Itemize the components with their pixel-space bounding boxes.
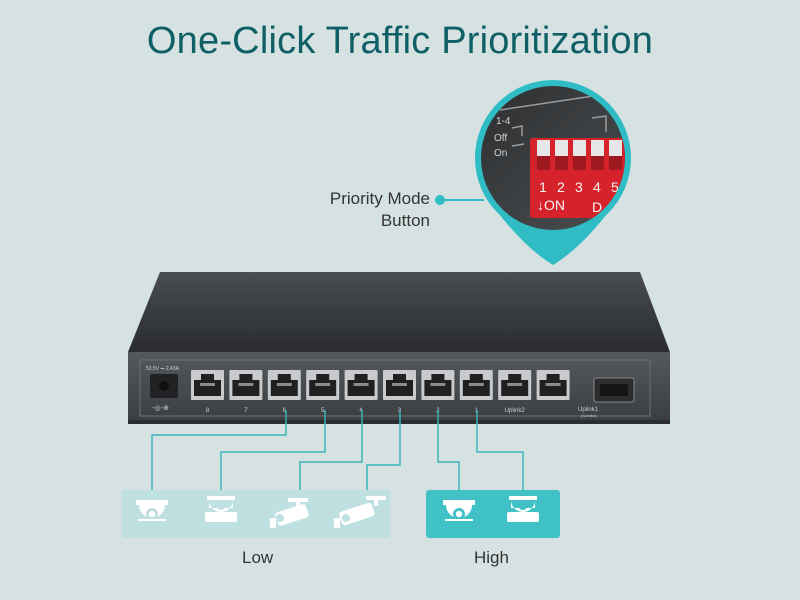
- high-priority-label: High: [474, 548, 509, 567]
- uplink1-label: Uplink1: [578, 407, 599, 413]
- cable-high-2: [476, 410, 524, 495]
- cable-low-1: [151, 410, 287, 495]
- cable-low-2: [220, 410, 326, 495]
- ethernet-port-1[interactable]: [459, 370, 493, 400]
- ethernet-port-3[interactable]: [383, 370, 416, 400]
- uplink2-label: Uplink2: [505, 408, 526, 414]
- page-title: One-Click Traffic Prioritization: [146, 20, 654, 62]
- port-number-label: 6: [283, 408, 287, 414]
- uplink1-sub-label: (Combo): [581, 413, 597, 418]
- switch-top: [128, 272, 670, 352]
- cable-low-3: [299, 410, 363, 495]
- low-priority-label: Low: [242, 548, 274, 567]
- port-number-label: 8: [206, 408, 210, 414]
- ethernet-port-6[interactable]: [267, 370, 301, 400]
- dip-number-1: 1: [539, 179, 547, 195]
- dip-number-5: 5: [611, 179, 619, 195]
- dip-toggle-1[interactable]: [537, 140, 550, 156]
- dip-extra-text: D: [592, 199, 602, 215]
- high-priority-panel: [426, 490, 560, 538]
- dip-toggle-3[interactable]: [573, 140, 586, 156]
- ethernet-port-5[interactable]: [306, 370, 340, 400]
- ethernet-port-8[interactable]: [191, 370, 224, 400]
- callout-dot: [435, 195, 445, 205]
- dip-number-2: 2: [557, 179, 565, 195]
- ethernet-port-7[interactable]: [229, 370, 263, 400]
- callout-magnifier: 1-4 Off On 1 2 3 4 5 ↓ON D: [475, 80, 631, 265]
- uplink-port-extra[interactable]: [536, 370, 570, 400]
- uplink2-port[interactable]: [498, 370, 532, 400]
- ethernet-port-4[interactable]: [344, 370, 378, 400]
- dip-switch-toggles: [537, 140, 622, 170]
- dip-label-top: 1-4: [496, 116, 511, 127]
- dip-toggle-2[interactable]: [555, 140, 568, 156]
- cable-high-1: [437, 410, 460, 495]
- priority-mode-label: Priority Mode Button: [300, 188, 430, 232]
- priority-mode-label-line2: Button: [380, 211, 430, 230]
- bullet-camera-icon: [334, 496, 386, 528]
- priority-mode-label-line1: Priority Mode: [329, 189, 430, 208]
- dome-camera-icon: [443, 500, 475, 521]
- bullet-camera-icon: [270, 498, 309, 528]
- cable-low-4: [366, 410, 401, 495]
- port-number-label: 5: [321, 408, 325, 414]
- dip-label-on: On: [494, 148, 507, 159]
- port-number-label: 7: [244, 408, 248, 414]
- dip-label-off: Off: [494, 133, 507, 144]
- dip-on-text: ↓ON: [537, 197, 565, 213]
- dip-toggle-5[interactable]: [609, 140, 622, 156]
- dip-toggle-4[interactable]: [591, 140, 604, 156]
- dip-number-4: 4: [593, 179, 601, 195]
- dome-camera-icon: [136, 500, 168, 521]
- dome-camera-icon: [507, 496, 539, 522]
- dip-number-3: 3: [575, 179, 583, 195]
- low-priority-panel: [122, 490, 390, 538]
- svg-text:-◎-⊕: -◎-⊕: [152, 404, 169, 412]
- dome-camera-icon: [205, 496, 237, 522]
- cable-connections: [151, 410, 524, 495]
- ethernet-port-2[interactable]: [421, 370, 455, 400]
- power-spec-text: 53.5V ⎓ 2.43A: [146, 366, 180, 372]
